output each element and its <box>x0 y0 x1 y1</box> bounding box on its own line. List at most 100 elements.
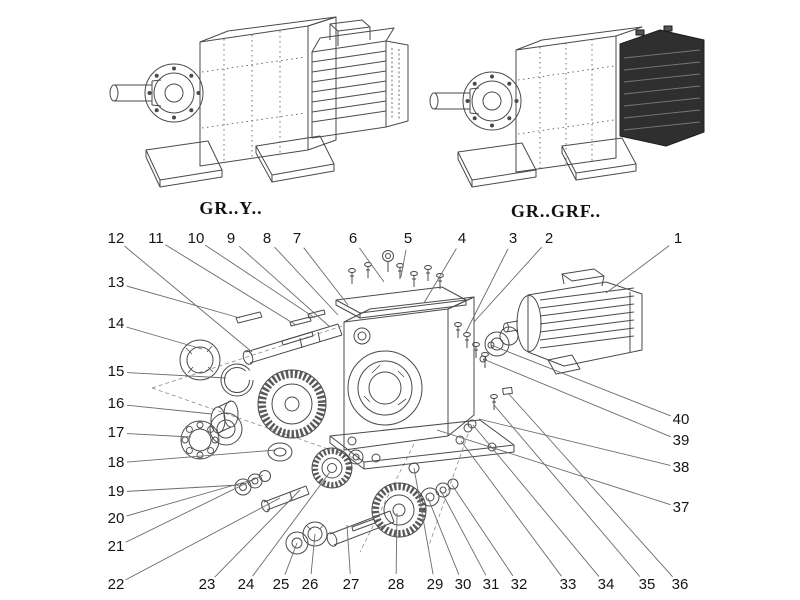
leader-line-5 <box>400 249 407 278</box>
callout-number-11: 11 <box>148 230 164 247</box>
leader-line-25 <box>284 542 298 575</box>
mounting-base <box>329 419 515 470</box>
callout-number-13: 13 <box>108 274 125 291</box>
exploded-motor <box>503 268 643 375</box>
callout-number-30: 30 <box>455 576 472 593</box>
intermediate-shaft <box>261 485 310 513</box>
callout-number-25: 25 <box>273 576 290 593</box>
leader-line-32 <box>451 484 514 577</box>
output-gear <box>371 478 459 538</box>
leader-line-19 <box>126 484 240 492</box>
callout-number-8: 8 <box>263 230 271 247</box>
leader-line-21 <box>125 474 264 543</box>
exploded-view <box>151 250 643 555</box>
leader-line-35 <box>493 404 641 577</box>
callout-number-2: 2 <box>545 230 553 247</box>
leader-line-29 <box>413 467 434 575</box>
output-end-caps <box>285 521 328 555</box>
top-cover <box>335 286 467 319</box>
washer-stack <box>234 470 271 496</box>
callout-number-1: 1 <box>674 230 682 247</box>
leader-line-10 <box>204 244 316 319</box>
cover-bolts <box>348 262 444 290</box>
callout-number-21: 21 <box>108 538 125 555</box>
leader-line-12 <box>124 245 253 353</box>
callout-number-31: 31 <box>483 576 500 593</box>
leader-line-40 <box>490 344 671 417</box>
motor-shaft <box>503 320 519 333</box>
leader-line-13 <box>126 285 241 319</box>
gry-terminal-box <box>329 19 371 46</box>
leader-line-20 <box>126 479 253 517</box>
leader-line-17 <box>126 433 192 438</box>
leader-line-37 <box>436 429 671 506</box>
callout-number-18: 18 <box>108 454 125 471</box>
leader-line-9 <box>238 245 331 328</box>
gry-output-shaft <box>109 79 162 107</box>
callout-number-36: 36 <box>672 576 689 593</box>
callout-number-3: 3 <box>509 230 517 247</box>
leader-line-39 <box>482 358 672 438</box>
leader-line-36 <box>507 392 673 578</box>
callout-number-17: 17 <box>108 424 125 441</box>
grgrf-housing <box>515 26 643 173</box>
leader-line-14 <box>126 326 203 350</box>
callout-number-5: 5 <box>404 230 412 247</box>
callout-number-12: 12 <box>108 230 125 247</box>
shaft-key-13 <box>235 311 263 324</box>
ball-bearing <box>180 412 243 460</box>
callout-number-34: 34 <box>598 576 615 593</box>
leader-line-1 <box>605 245 670 294</box>
leader-line-26 <box>310 533 316 575</box>
gry-front-hub <box>144 63 204 123</box>
callout-number-23: 23 <box>199 576 216 593</box>
callout-number-22: 22 <box>108 576 125 593</box>
callout-number-29: 29 <box>427 576 444 593</box>
leader-line-8 <box>274 246 339 316</box>
callout-number-40: 40 <box>673 411 690 428</box>
callout-number-26: 26 <box>302 576 319 593</box>
callout-number-27: 27 <box>343 576 360 593</box>
bearing-cap <box>267 442 293 462</box>
leader-line-2 <box>473 246 542 323</box>
callout-number-20: 20 <box>108 510 125 527</box>
leader-lines <box>124 244 673 581</box>
grgrf-feet <box>457 137 637 188</box>
construction-lines <box>151 325 469 553</box>
snap-ring <box>220 363 254 397</box>
gry-feet <box>145 135 335 188</box>
gry-motor <box>311 19 409 139</box>
leader-line-24 <box>252 471 331 577</box>
callout-number-32: 32 <box>511 576 528 593</box>
leader-line-16 <box>126 404 213 415</box>
shaft-key-11 <box>289 309 326 327</box>
leader-line-38 <box>478 418 671 466</box>
callout-number-35: 35 <box>639 576 656 593</box>
callout-number-38: 38 <box>673 459 690 476</box>
gear-housing <box>343 296 513 451</box>
leader-line-31 <box>440 490 487 576</box>
leader-line-6 <box>359 247 385 283</box>
intermediate-gear <box>311 447 420 489</box>
leader-line-23 <box>214 489 301 578</box>
leader-line-27 <box>346 524 351 575</box>
leader-line-4 <box>423 248 457 304</box>
helical-gear <box>257 369 327 439</box>
callout-number-14: 14 <box>108 315 125 332</box>
leader-line-33 <box>460 440 562 577</box>
eye-bolt <box>382 250 394 272</box>
callout-number-15: 15 <box>108 363 125 380</box>
assembled-view-gry <box>109 16 409 188</box>
callout-number-39: 39 <box>673 432 690 449</box>
grgrf-front-hub <box>462 71 522 131</box>
leader-line-30 <box>427 497 460 575</box>
output-shaft <box>326 510 395 547</box>
leader-line-18 <box>126 449 277 463</box>
callout-number-16: 16 <box>108 395 125 412</box>
callout-number-4: 4 <box>458 230 466 247</box>
leader-line-28 <box>395 512 398 575</box>
assembled-view-grgrf <box>429 25 705 188</box>
leader-line-22 <box>125 497 281 581</box>
